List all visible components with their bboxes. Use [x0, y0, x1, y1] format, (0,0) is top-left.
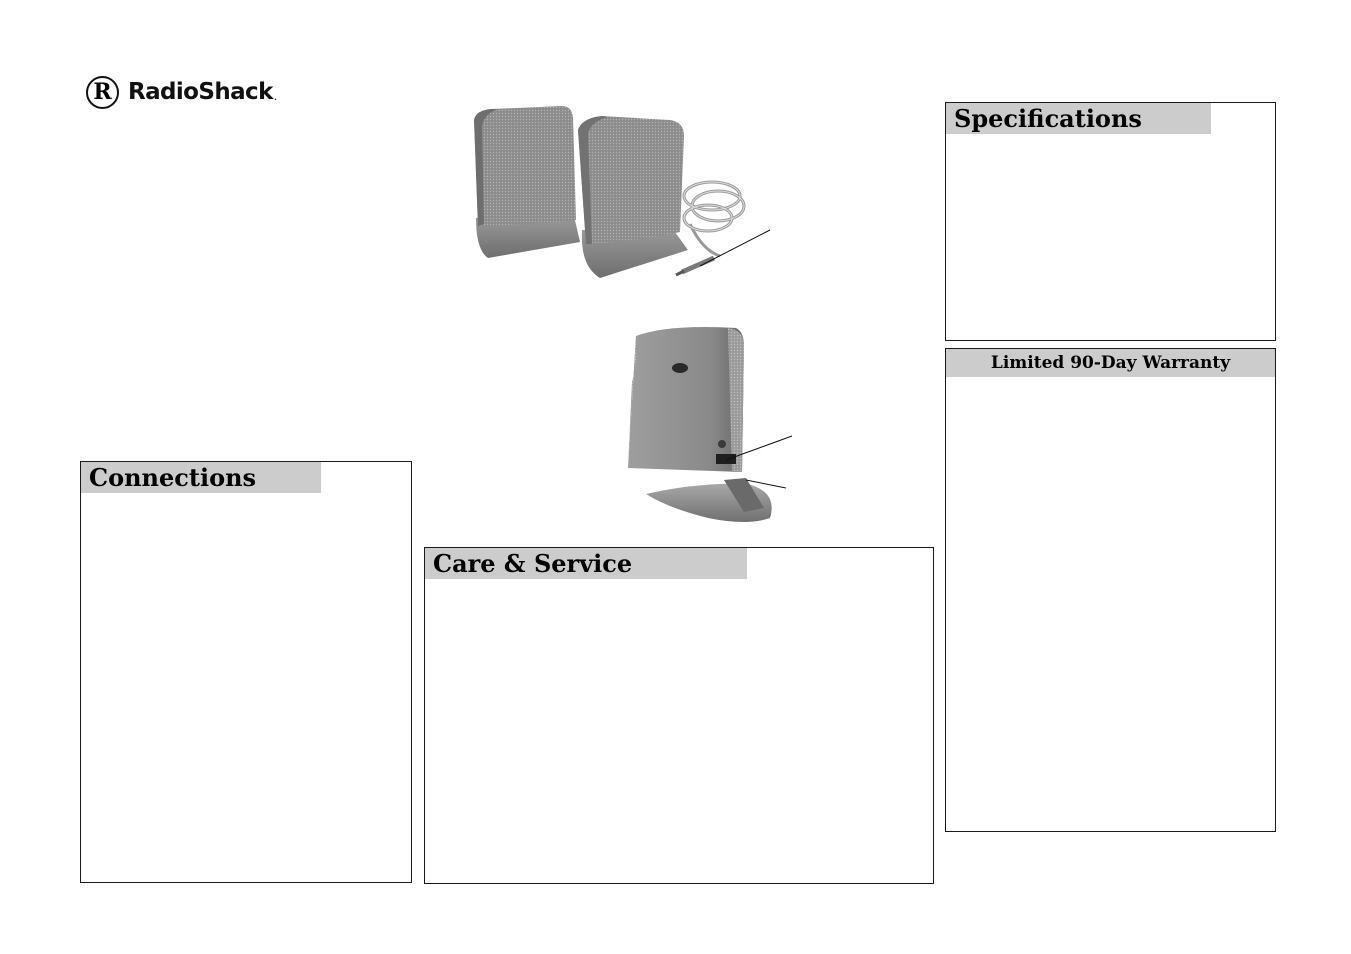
- care-service-heading: Care & Service: [425, 548, 747, 579]
- audio-plug: [680, 255, 716, 275]
- connections-heading: Connections: [81, 462, 321, 493]
- logo-wordmark: RadioShack: [128, 79, 273, 105]
- left-speaker-base: [476, 216, 580, 258]
- specifications-panel: Specifications: [945, 102, 1276, 341]
- speaker-pair-illustration: [474, 106, 771, 278]
- logo-mark-icon: R: [86, 75, 119, 109]
- radioshack-logo: R RadioShack .: [86, 72, 277, 112]
- left-speaker-grille: [474, 106, 576, 226]
- warranty-panel: Limited 90-Day Warranty: [945, 348, 1276, 832]
- warranty-heading: Limited 90-Day Warranty: [946, 349, 1275, 377]
- connections-panel: Connections: [80, 461, 412, 883]
- care-service-panel: Care & Service: [424, 547, 934, 884]
- logo-trademark-dot: .: [273, 90, 278, 103]
- bass-port: [672, 363, 688, 373]
- right-speaker-grille: [578, 116, 684, 244]
- speaker-rear-body: [628, 327, 744, 472]
- input-jack: [718, 440, 726, 448]
- speaker-rear-illustration: [628, 327, 793, 522]
- specifications-heading: Specifications: [946, 103, 1211, 134]
